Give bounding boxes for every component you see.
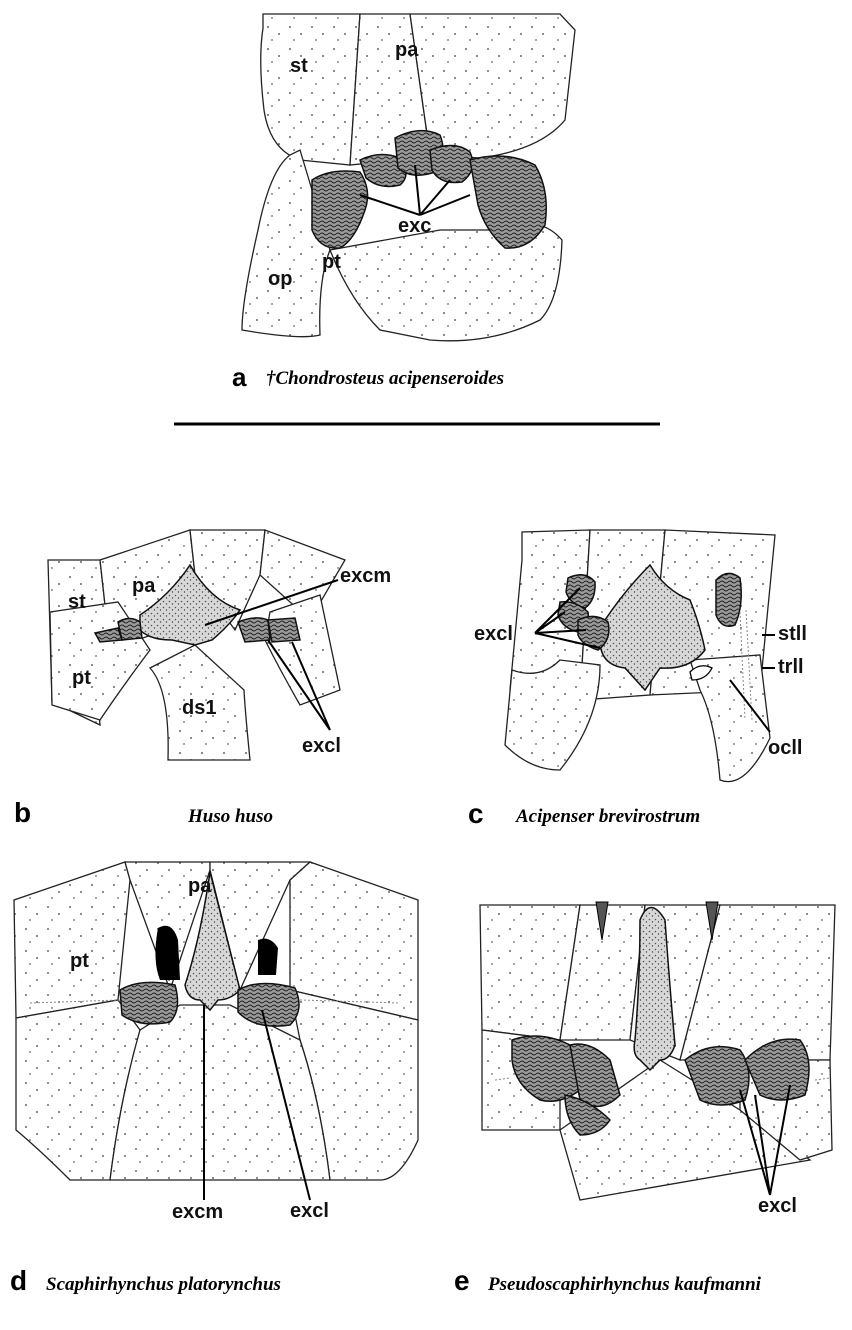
panel-b-drawing <box>48 530 345 760</box>
panel-d: pa pt excm excl d Scaphirhynchus platory… <box>10 862 418 1296</box>
label-d-pt: pt <box>70 950 89 972</box>
panel-d-excl-left <box>120 982 178 1023</box>
label-a-op: op <box>268 268 292 290</box>
label-d-excl: excl <box>290 1200 329 1222</box>
label-b-excl: excl <box>302 735 341 757</box>
panel-letter-b: b <box>14 797 31 828</box>
label-b-ds1: ds1 <box>182 697 216 719</box>
species-e: Pseudoscaphirhynchus kaufmanni <box>487 1274 762 1295</box>
panel-e-excl-left-b <box>570 1044 620 1106</box>
label-c-stll: stll <box>778 623 807 645</box>
panel-d-drawing <box>14 862 418 1200</box>
panel-e: excl e Pseudoscaphirhynchus kaufmanni <box>454 902 835 1296</box>
panel-letter-d: d <box>10 1265 27 1296</box>
panel-letter-e: e <box>454 1265 470 1296</box>
label-a-pt: pt <box>322 251 341 273</box>
label-b-excm: excm <box>340 565 391 587</box>
label-c-trll: trll <box>778 656 804 678</box>
label-c-excl: excl <box>474 623 513 645</box>
panel-a: st pa op pt exc a †Chondrosteus acipense… <box>174 14 660 424</box>
label-b-st: st <box>68 591 86 613</box>
panel-a-extrascapular-mid-right <box>430 145 473 182</box>
panel-e-drawing <box>480 902 835 1200</box>
label-b-pt: pt <box>72 667 91 689</box>
panel-letter-a: a <box>232 362 247 392</box>
label-b-pa: pa <box>132 575 156 597</box>
label-d-excm: excm <box>172 1201 223 1223</box>
label-d-pa: pa <box>188 875 212 897</box>
label-c-ocll: ocll <box>768 737 802 759</box>
species-b: Huso huso <box>187 806 273 827</box>
species-d: Scaphirhynchus platorynchus <box>46 1274 281 1295</box>
label-e-excl: excl <box>758 1195 797 1217</box>
panel-c-drawing <box>505 530 775 782</box>
label-a-pa: pa <box>395 39 419 61</box>
species-c: Acipenser brevirostrum <box>515 806 700 827</box>
panel-b: st pa pt ds1 excm excl b Huso huso <box>14 530 391 828</box>
panel-d-black-process-right <box>258 939 278 975</box>
label-a-exc: exc <box>398 215 431 237</box>
panel-c: excl stll trll ocll c Acipenser breviros… <box>468 530 807 829</box>
panel-d-excl-right <box>238 983 299 1026</box>
species-a: †Chondrosteus acipenseroides <box>266 368 504 389</box>
panel-a-extrascapular-left <box>312 171 368 248</box>
label-a-st: st <box>290 55 308 77</box>
panel-letter-c: c <box>468 798 484 829</box>
